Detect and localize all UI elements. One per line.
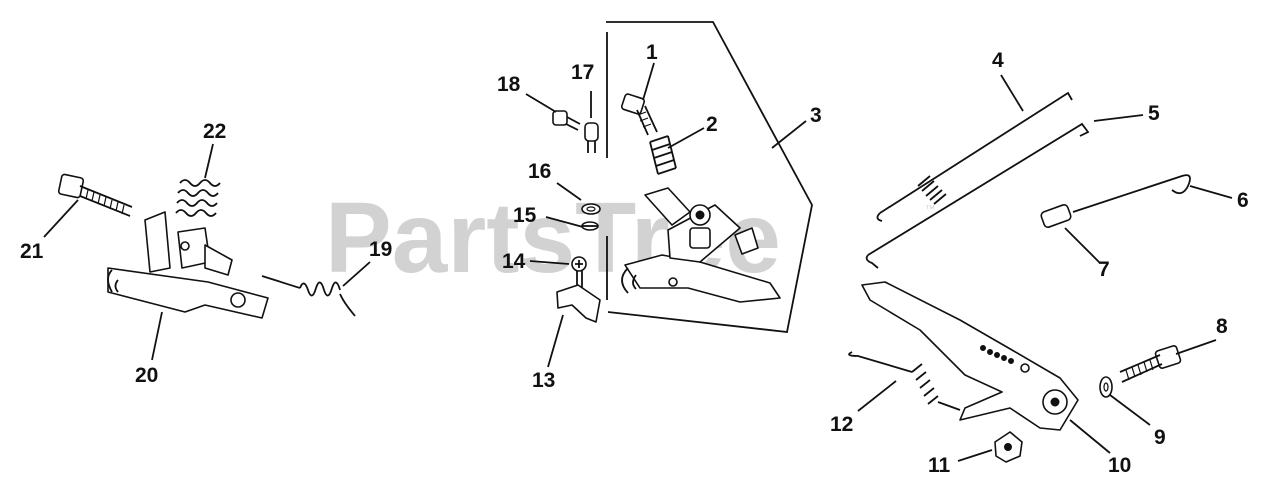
part-14-screw[interactable]	[571, 256, 587, 290]
part-11-nut[interactable]	[994, 431, 1023, 463]
leader-lines	[43, 62, 1233, 462]
part-20-bracket[interactable]	[107, 211, 269, 319]
part-7-ferrule[interactable]	[1040, 204, 1072, 229]
callouts: 1 2 3 4 5 6 7 8 9 10 11 12 13 14 15 16 1…	[20, 41, 1249, 477]
part-22-spring[interactable]	[175, 179, 221, 217]
part-12-spring[interactable]	[848, 351, 961, 411]
part-10-lever[interactable]	[861, 281, 1079, 431]
part-9-washer[interactable]	[1099, 376, 1113, 398]
callout-9[interactable]: 9	[1154, 426, 1166, 449]
callout-12[interactable]: 12	[830, 413, 853, 436]
callout-17[interactable]: 17	[571, 61, 594, 84]
callout-15[interactable]: 15	[513, 204, 537, 227]
callout-4[interactable]: 4	[992, 49, 1004, 72]
part-3-outline[interactable]	[606, 21, 813, 333]
callout-5[interactable]: 5	[1148, 102, 1160, 125]
callout-7[interactable]: 7	[1098, 258, 1110, 281]
part-17-fitting[interactable]	[584, 122, 599, 153]
callout-11[interactable]: 11	[928, 454, 951, 477]
part-5-link[interactable]	[865, 122, 1090, 269]
part-16-washer[interactable]	[581, 203, 601, 215]
part-18-screw[interactable]	[552, 110, 581, 131]
callout-16[interactable]: 16	[528, 160, 551, 183]
part-6-wire[interactable]	[1072, 174, 1191, 213]
watermark: PartsTree ™	[325, 182, 935, 294]
part-4-rod[interactable]	[876, 91, 1073, 222]
part-1-screw[interactable]	[620, 93, 658, 136]
callout-10[interactable]: 10	[1108, 454, 1131, 477]
callout-14[interactable]: 14	[502, 250, 526, 273]
callout-1[interactable]: 1	[646, 41, 658, 64]
callout-22[interactable]: 22	[203, 120, 226, 143]
watermark-trademark: ™	[925, 204, 935, 215]
part-15-clip[interactable]	[581, 221, 599, 231]
part-2-spring[interactable]	[649, 135, 677, 175]
callout-13[interactable]: 13	[532, 369, 555, 392]
part-8-bolt[interactable]	[1119, 345, 1182, 383]
part-21-bolt[interactable]	[57, 173, 133, 217]
callout-8[interactable]: 8	[1216, 315, 1228, 338]
callout-3[interactable]: 3	[810, 104, 822, 127]
callout-21[interactable]: 21	[20, 240, 44, 263]
callout-19[interactable]: 19	[369, 238, 392, 261]
part-3-control-bracket[interactable]	[621, 187, 781, 303]
part-19-spring[interactable]	[261, 275, 356, 317]
callout-6[interactable]: 6	[1237, 189, 1249, 212]
part-13-clamp[interactable]	[556, 284, 601, 323]
callout-20[interactable]: 20	[135, 364, 158, 387]
callout-18[interactable]: 18	[497, 73, 521, 96]
callout-2[interactable]: 2	[706, 113, 718, 136]
